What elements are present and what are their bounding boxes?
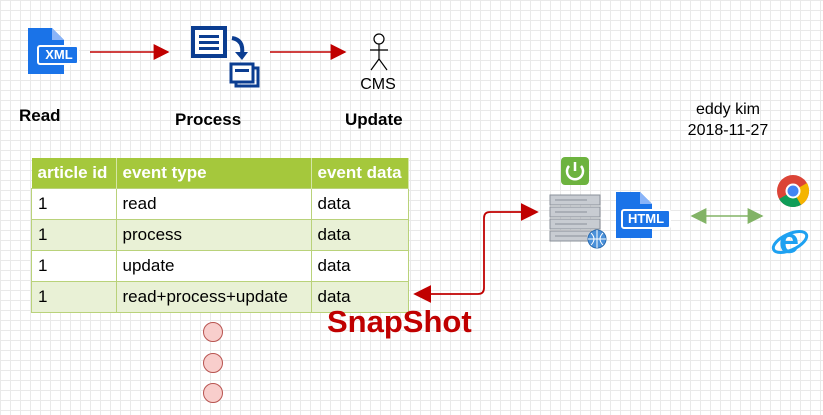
event-table: article id event type event data 1 read … (31, 158, 409, 313)
author-name: eddy kim (695, 101, 761, 118)
cell-event-data: data (310, 219, 409, 251)
table-row: 1 process data (31, 219, 409, 251)
cell-article-id: 1 (31, 219, 117, 251)
header-event-data: event data (311, 158, 409, 189)
table-row: 1 update data (31, 250, 409, 282)
cell-article-id: 1 (31, 250, 117, 282)
read-label: Read (19, 106, 61, 125)
process-label: Process (175, 110, 242, 129)
table-row: 1 read data (31, 188, 409, 220)
cell-event-data: data (310, 281, 409, 313)
header-event-type: event type (116, 158, 312, 189)
ellipsis-dot (203, 353, 223, 373)
xml-file-icon: XML (24, 26, 80, 78)
spring-server-icon (547, 157, 611, 249)
ellipsis-dot (203, 322, 223, 342)
html-icon-text: HTML (627, 211, 665, 226)
ellipsis-dot (203, 383, 223, 403)
author-date: 2018-11-27 (687, 122, 769, 139)
snapshot-label: SnapShot (327, 304, 472, 339)
cell-article-id: 1 (31, 188, 117, 220)
arrow-snapshot-to-server (413, 203, 539, 303)
cell-event-type: read (115, 188, 312, 220)
xml-icon-text: XML (45, 47, 73, 62)
html-file-icon: HTML (612, 190, 674, 242)
cell-article-id: 1 (31, 281, 117, 313)
cell-event-data: data (310, 188, 409, 220)
cell-event-type: process (115, 219, 312, 251)
cell-event-type: read+process+update (115, 281, 312, 313)
update-label: Update (345, 110, 403, 129)
table-row: 1 read+process+update data (31, 281, 409, 313)
table-header-row: article id event type event data (31, 158, 409, 189)
cell-event-data: data (310, 250, 409, 282)
chrome-icon (776, 174, 810, 208)
actor-icon (365, 33, 393, 73)
svg-text:e: e (779, 222, 799, 260)
process-icon (190, 24, 262, 92)
cms-label: CMS (360, 76, 396, 93)
internet-explorer-icon: e (771, 220, 811, 261)
header-article-id: article id (31, 158, 117, 189)
cell-event-type: update (115, 250, 312, 282)
